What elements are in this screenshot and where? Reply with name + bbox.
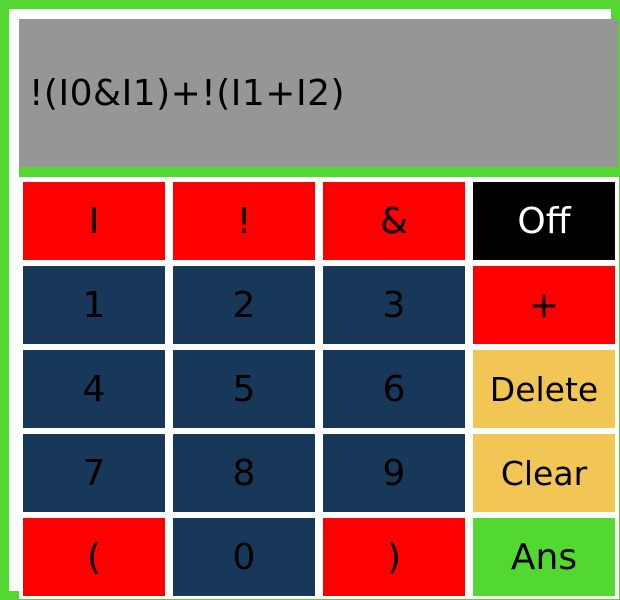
key-ans[interactable]: Ans	[473, 518, 615, 596]
key-close-paren[interactable]: )	[323, 518, 465, 596]
key-or[interactable]: +	[473, 266, 615, 344]
key-9[interactable]: 9	[323, 434, 465, 512]
keypad: I ! & Off 1 2 3 + 4 5 6 Delete 7 8 9 Cle…	[19, 177, 619, 599]
divider	[19, 167, 619, 177]
key-delete[interactable]: Delete	[473, 350, 615, 428]
key-0[interactable]: 0	[173, 518, 315, 596]
key-5[interactable]: 5	[173, 350, 315, 428]
key-off[interactable]: Off	[473, 182, 615, 260]
key-4[interactable]: 4	[23, 350, 165, 428]
key-2[interactable]: 2	[173, 266, 315, 344]
expression-text: !(I0&I1)+!(I1+I2)	[29, 72, 346, 114]
key-8[interactable]: 8	[173, 434, 315, 512]
expression-display: !(I0&I1)+!(I1+I2)	[19, 19, 618, 167]
key-3[interactable]: 3	[323, 266, 465, 344]
key-6[interactable]: 6	[323, 350, 465, 428]
key-input-i[interactable]: I	[23, 182, 165, 260]
key-open-paren[interactable]: (	[23, 518, 165, 596]
key-clear[interactable]: Clear	[473, 434, 615, 512]
key-7[interactable]: 7	[23, 434, 165, 512]
key-and[interactable]: &	[323, 182, 465, 260]
key-not[interactable]: !	[173, 182, 315, 260]
key-1[interactable]: 1	[23, 266, 165, 344]
